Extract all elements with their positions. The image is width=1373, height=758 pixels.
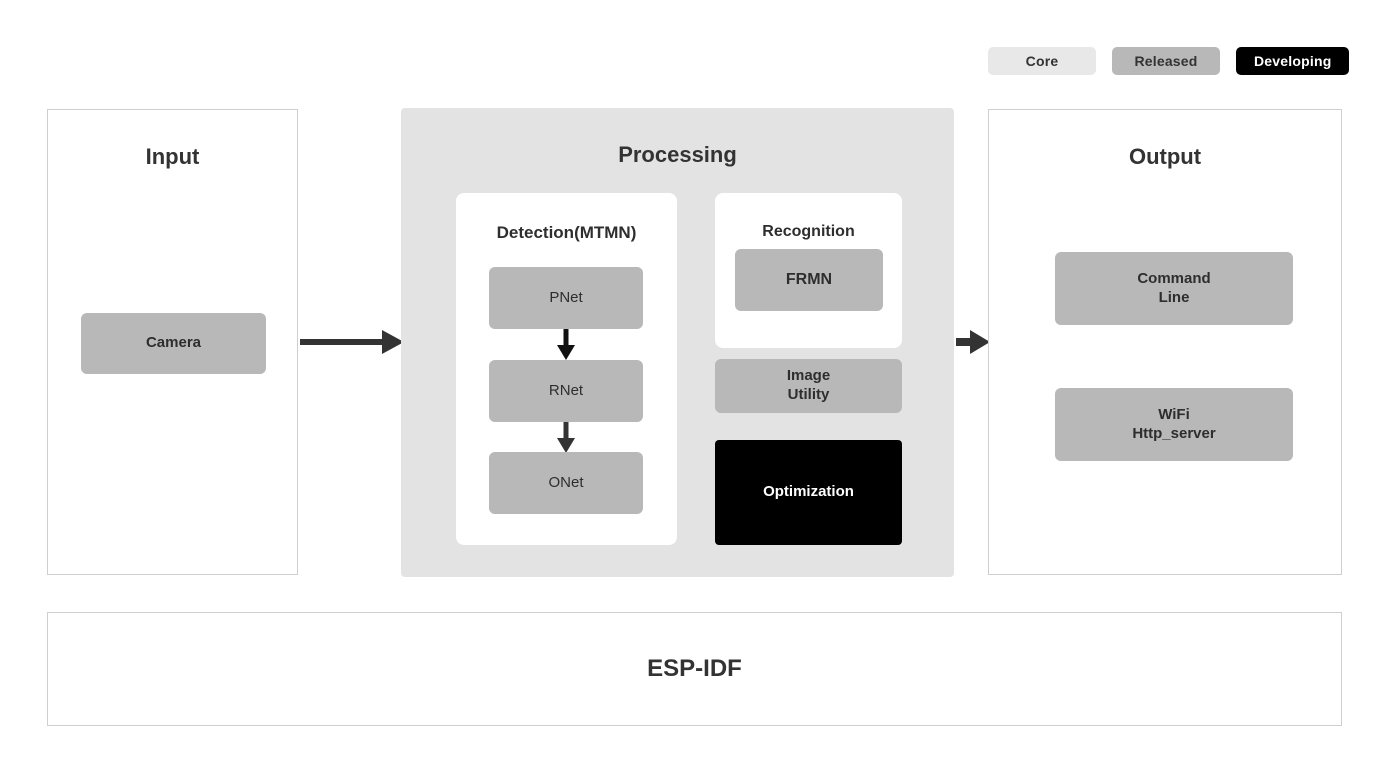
legend: Core Released Developing [988, 47, 1350, 75]
espidf-label: ESP-IDF [647, 655, 742, 682]
output-panel: Output Command Line WiFi Http_server [988, 109, 1342, 575]
block-image-utility: Image Utility [715, 359, 902, 413]
arrow-pnet-to-rnet [557, 329, 575, 360]
block-image-utility-line1: Image [786, 367, 831, 385]
block-command-line-line2: Line [1158, 288, 1190, 306]
arrow-rnet-to-onet [557, 422, 575, 453]
recognition-subpanel: Recognition FRMN [715, 193, 902, 348]
block-optimization: Optimization [715, 440, 902, 545]
block-rnet: RNet [489, 360, 643, 422]
block-onet-label: ONet [548, 473, 584, 491]
block-image-utility-line2: Utility [787, 386, 830, 403]
block-frmn-label: FRMN [785, 271, 833, 288]
legend-badge-core: Core [988, 47, 1096, 75]
input-panel-title: Input [145, 144, 200, 169]
legend-label-core: Core [1025, 53, 1059, 69]
arrow-processing-to-output [956, 330, 990, 354]
block-wifi-line2: Http_server [1132, 424, 1216, 442]
processing-panel-title: Processing [618, 142, 737, 167]
legend-label-developing: Developing [1254, 53, 1332, 69]
block-camera-label: Camera [145, 334, 202, 352]
block-onet: ONet [489, 452, 643, 514]
block-pnet: PNet [489, 267, 643, 329]
detection-subpanel-title: Detection(MTMN) [496, 223, 637, 242]
block-optimization-label: Optimization [763, 483, 854, 501]
legend-badge-released: Released [1112, 47, 1220, 75]
block-wifi-line1: WiFi [1158, 405, 1190, 423]
block-image-utility-label: Image Utility [787, 367, 830, 405]
legend-badge-developing: Developing [1236, 47, 1350, 75]
processing-panel: Processing Detection(MTMN) PNet RNet ONe… [401, 108, 954, 577]
block-wifi-http-server-label: WiFi Http_server [1132, 406, 1215, 444]
block-wifi-http-server: WiFi Http_server [1055, 388, 1293, 461]
block-rnet-label: RNet [548, 381, 584, 399]
arrow-input-to-processing [300, 330, 404, 354]
recognition-subpanel-title: Recognition [762, 223, 855, 240]
detection-subpanel: Detection(MTMN) PNet RNet ONet [456, 193, 677, 545]
block-pnet-label: PNet [549, 288, 583, 306]
block-command-line: Command Line [1055, 252, 1293, 325]
block-command-line-label: Command Line [1137, 270, 1210, 308]
output-panel-title: Output [1128, 144, 1202, 169]
block-frmn: FRMN [735, 249, 883, 311]
legend-label-released: Released [1134, 53, 1198, 69]
input-panel: Input Camera [47, 109, 298, 575]
block-command-line-line1: Command [1137, 269, 1211, 287]
block-camera: Camera [81, 313, 266, 374]
espidf-panel: ESP-IDF [47, 612, 1342, 726]
